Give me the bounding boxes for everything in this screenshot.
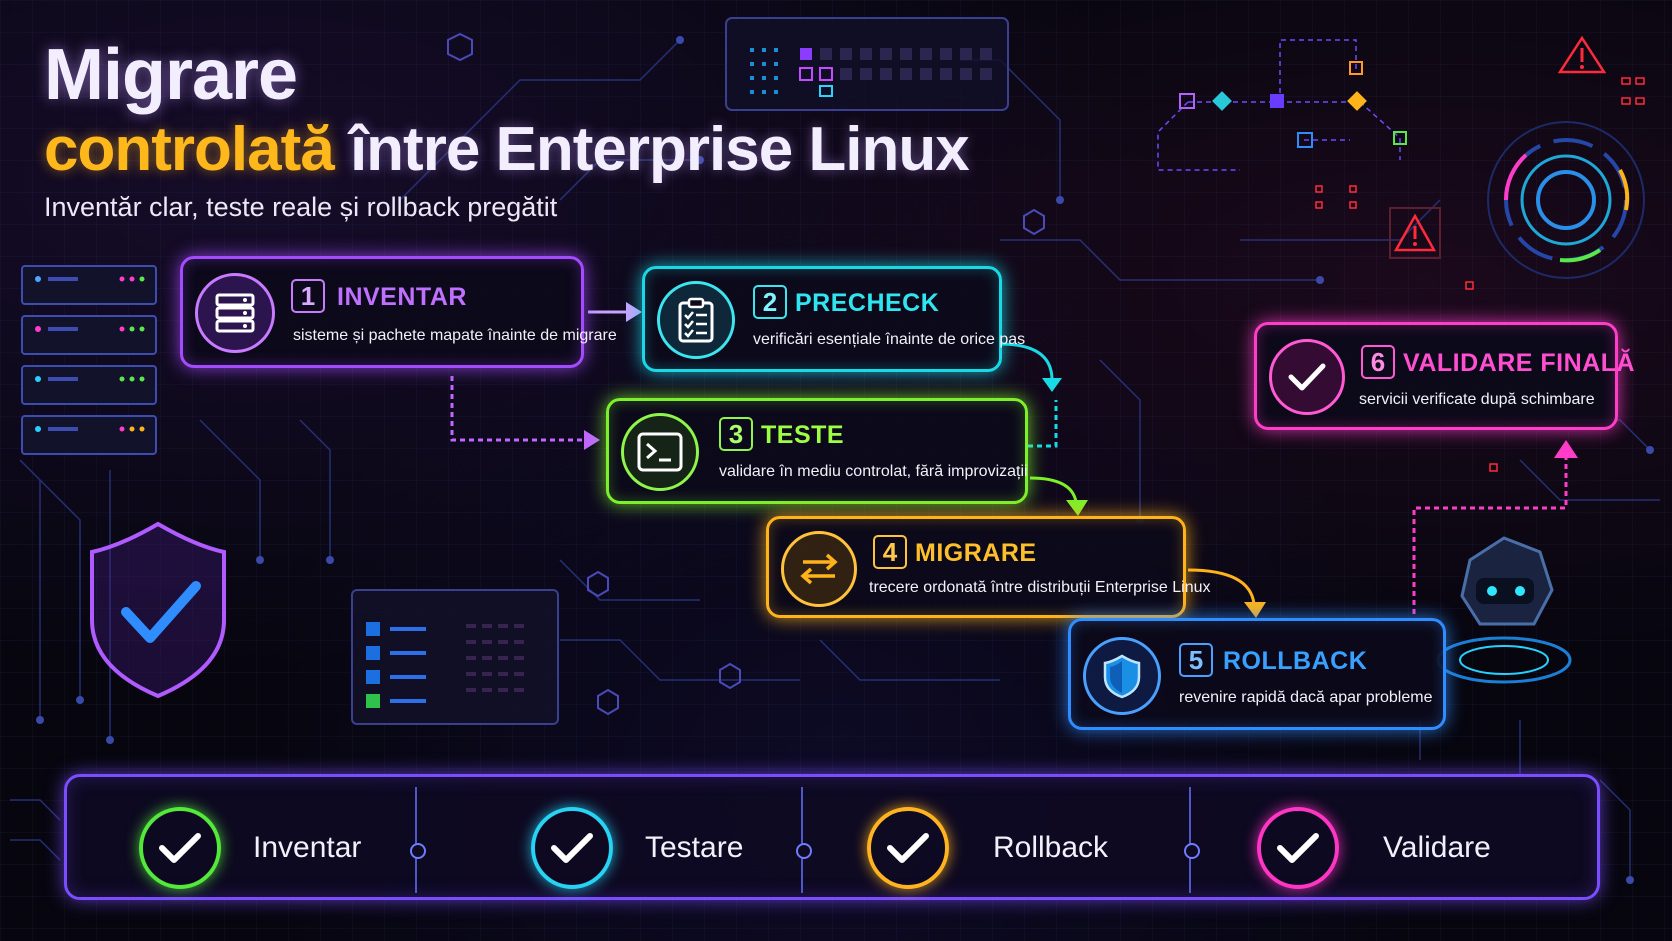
step-number: 3 [719, 417, 753, 451]
summary-divider [796, 787, 812, 893]
checkmark-icon [1269, 339, 1345, 415]
radar-decoration [1487, 121, 1645, 279]
summary-label-inventar: Inventar [253, 831, 362, 864]
server-rack-decoration [21, 265, 157, 455]
summary-check-icon [139, 807, 221, 889]
shield-icon [1083, 637, 1161, 715]
warning-icon [1557, 35, 1607, 74]
shield-decoration [90, 521, 226, 699]
step-desc: verificări esențiale înainte de orice pa… [753, 331, 1026, 348]
title-accent: controlată [44, 115, 335, 184]
terminal-icon [621, 413, 699, 491]
step-label: TESTE [761, 421, 845, 449]
step-number: 2 [753, 285, 787, 319]
step-label: INVENTAR [337, 283, 467, 311]
step-number: 4 [873, 535, 907, 569]
step-label: PRECHECK [795, 289, 940, 317]
step-number: 6 [1361, 345, 1395, 379]
page-title-line2: controlată între Enterprise Linux [44, 114, 970, 185]
step-desc: revenire rapidă dacă apar probleme [1179, 689, 1433, 706]
step-inventar: 1 INVENTAR sisteme și pachete mapate îna… [180, 256, 617, 368]
step-validare-finala: 6 VALIDARE FINALĂ servicii verificate du… [1254, 322, 1635, 430]
summary-check-icon [867, 807, 949, 889]
summary-divider [1184, 787, 1200, 893]
summary-label-validare: Validare [1383, 831, 1491, 864]
checklist-decoration [351, 589, 559, 725]
summary-check-icon [1257, 807, 1339, 889]
step-desc: servicii verificate după schimbare [1359, 391, 1595, 408]
summary-label-testare: Testare [645, 831, 744, 864]
step-teste: 3 TESTE validare în mediu controlat, făr… [606, 398, 1028, 504]
step-desc: sisteme și pachete mapate înainte de mig… [293, 327, 617, 344]
swap-arrows-icon [781, 531, 857, 607]
robot-decoration [1436, 536, 1572, 684]
step-number: 1 [291, 279, 325, 313]
step-desc: validare în mediu controlat, fără improv… [719, 463, 1028, 480]
step-desc: trecere ordonată între distribuții Enter… [869, 579, 1211, 596]
step-number: 5 [1179, 643, 1213, 677]
clipboard-checklist-icon [657, 281, 735, 359]
step-rollback: 5 ROLLBACK revenire rapidă dacă apar pro… [1068, 618, 1446, 730]
summary-divider [410, 787, 426, 893]
summary-check-icon [531, 807, 613, 889]
step-migrare: 4 MIGRARE trecere ordonată între distrib… [766, 516, 1211, 618]
page-subtitle: Inventăr clar, teste reale și rollback p… [44, 192, 558, 222]
title-rest: între Enterprise Linux [349, 115, 970, 184]
step-precheck: 2 PRECHECK verificări esențiale înainte … [642, 266, 1025, 372]
page-title-line1: Migrare [44, 35, 298, 115]
step-label: ROLLBACK [1223, 647, 1368, 675]
server-stack-icon [195, 273, 275, 353]
step-label: VALIDARE FINALĂ [1403, 349, 1636, 377]
summary-bar: Inventar Testare Rollback Validare [64, 774, 1600, 900]
step-label: MIGRARE [915, 539, 1037, 567]
summary-label-rollback: Rollback [993, 831, 1109, 864]
